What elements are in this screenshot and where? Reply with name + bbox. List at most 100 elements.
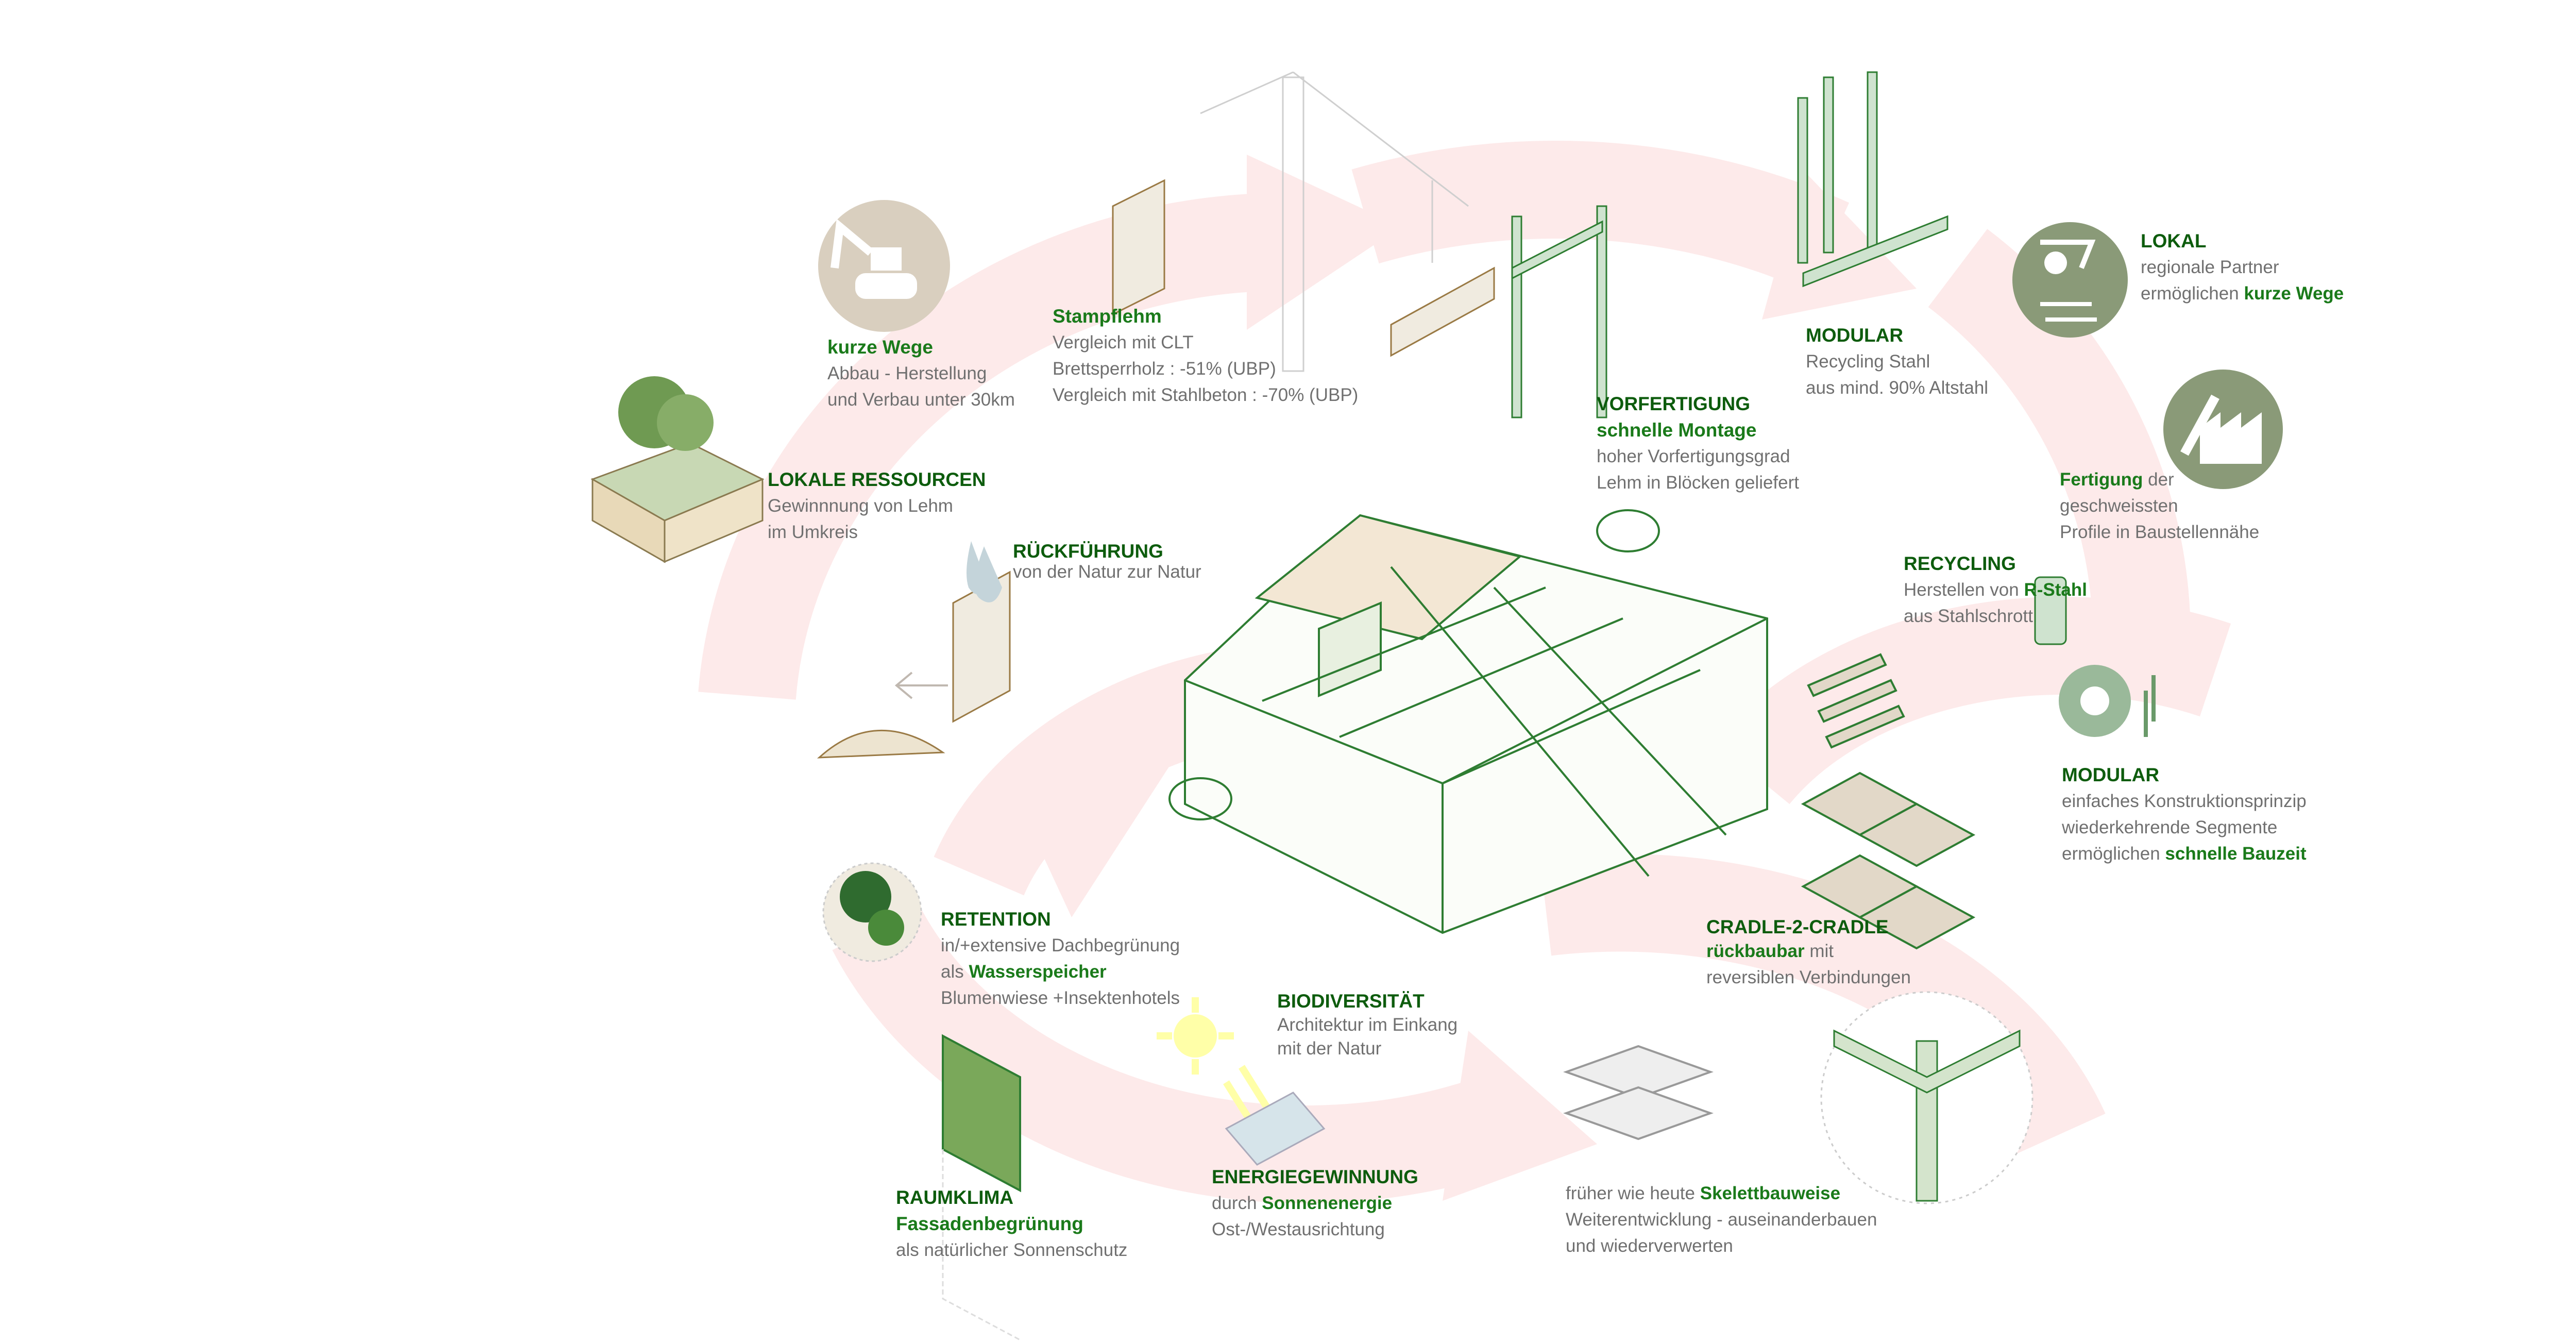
heading: CRADLE-2-CRADLE (1706, 916, 1889, 937)
sand-heap-icon (817, 729, 945, 759)
solar-panel-icon (1225, 1092, 1326, 1166)
text-line: reversiblen Verbindungen (1706, 967, 1911, 987)
text-line: im Umkreis (768, 522, 858, 542)
highlight: schnelle Bauzeit (2165, 844, 2307, 864)
text: durch (1212, 1193, 1262, 1213)
text-line: Profile in Baustellennähe (2060, 522, 2260, 542)
heading: RAUMKLIMA (896, 1187, 1014, 1208)
heading: MODULAR (2062, 764, 2160, 785)
text-block-modular-steel: MODULAR Recycling Stahl aus mind. 90% Al… (1806, 322, 1988, 401)
subheading: Fassadenbegrünung (896, 1213, 1083, 1234)
text-line: Ost-/Westausrichtung (1212, 1219, 1385, 1239)
text-line: aus mind. 90% Altstahl (1806, 378, 1989, 398)
text-block-modular-construction: MODULAR einfaches Konstruktionsprinzip w… (2062, 762, 2307, 867)
text-line: regionale Partner (2141, 257, 2279, 277)
heading: LOKAL (2141, 230, 2207, 251)
text-block-retention: RETENTION in/+extensive Dachbegrünung al… (941, 906, 1180, 1011)
highlight: Wasserspeicher (969, 962, 1107, 982)
arrow-band-right (1714, 597, 2231, 805)
heading: RECYCLING (1904, 553, 2016, 574)
text-line: Recycling Stahl (1806, 351, 1930, 372)
text-line: aus Stahlschrott (1904, 606, 2033, 626)
text-block-stampflehm: Stampflehm Vergleich mit CLT Brettsperrh… (1053, 303, 1358, 408)
text-line: früher wie heute Skelettbauweise (1566, 1180, 1877, 1206)
arrow-band-lower-left (832, 905, 1510, 1203)
text-line: von der Natur zur Natur (1013, 562, 1201, 582)
text-block-skelettbauweise: früher wie heute Skelettbauweise Weitere… (1566, 1180, 1877, 1259)
heading: LOKALE RESSOURCEN (768, 469, 986, 490)
green-roof-retention-icon (822, 862, 922, 962)
highlight: rückbaubar (1706, 941, 1805, 961)
text-line: Vergleich mit Stahlbeton : -70% (UBP) (1053, 385, 1359, 405)
back-arrow-icon (894, 672, 948, 699)
text-block-kurze-wege: kurze Wege Abbau - Herstellung und Verba… (827, 334, 1015, 413)
screws-icon (2144, 675, 2156, 737)
text-line: wiederkehrende Segmente (2062, 817, 2278, 837)
heading: VORFERTIGUNG (1597, 393, 1751, 414)
heading: ENERGIEGEWINNUNG (1212, 1166, 1418, 1187)
text-block-fertigung: Fertigung der geschweissten Profile in B… (2060, 466, 2259, 545)
arrow-head (1247, 155, 1401, 330)
text-line: ermöglichen kurze Wege (2141, 280, 2344, 307)
text-line: Weiterentwicklung - auseinanderbauen (1566, 1210, 1877, 1230)
soil-block-with-trees-illustration (590, 376, 765, 563)
text: mit (1804, 941, 1834, 961)
subheading: schnelle Montage (1597, 420, 1757, 441)
text-line: Gewinnnung von Lehm (768, 496, 953, 516)
text-line: ermöglichen schnelle Bauzeit (2062, 841, 2307, 867)
text-block-raumklima: RAUMKLIMA Fassadenbegrünung als natürlic… (896, 1184, 1127, 1263)
highlight: kurze Wege (2244, 283, 2344, 304)
text-line: Brettsperrholz : -51% (UBP) (1053, 359, 1276, 379)
text-line: Blumenwiese +Insektenhotels (941, 988, 1180, 1008)
highlight: R-Stahl (2024, 580, 2087, 600)
text-block-energiegewinnung: ENERGIEGEWINNUNG durch Sonnenenergie Ost… (1212, 1164, 1418, 1243)
text-line: als Wasserspeicher (941, 959, 1180, 985)
factory-wrench-icon (2163, 370, 2283, 489)
text-block-cradle-2-cradle: CRADLE-2-CRADLE rückbaubar mit reversibl… (1706, 916, 1911, 991)
skeleton-structure-icon (1563, 1045, 1714, 1140)
highlight: Sonnenenergie (1262, 1193, 1393, 1213)
text-line: einfaches Konstruktionsprinzip (2062, 791, 2307, 811)
text-line: in/+extensive Dachbegrünung (941, 935, 1180, 955)
text: Herstellen von (1904, 580, 2024, 600)
text-line: Fertigung der (2060, 466, 2259, 493)
text: ermöglichen (2062, 844, 2165, 864)
heading: MODULAR (1806, 325, 1904, 346)
text: früher wie heute (1566, 1183, 1700, 1203)
text-line: als natürlicher Sonnenschutz (896, 1240, 1128, 1260)
text-line: Architektur im Einkang (1277, 1015, 1458, 1035)
heading: kurze Wege (827, 337, 933, 358)
text-line: durch Sonnenenergie (1212, 1190, 1418, 1216)
text-block-lokal: LOKAL regionale Partner ermöglichen kurz… (2141, 228, 2344, 307)
central-building-isometric (1168, 509, 1768, 934)
text-block-rueckfuehrung: RÜCKFÜHRUNG von der Natur zur Natur (1013, 541, 1201, 582)
text: der (2143, 469, 2174, 490)
floor-segments-illustration (1801, 653, 1976, 950)
sun-icon (1157, 997, 1270, 1126)
water-drops-icon (967, 541, 1002, 602)
text-line: rückbaubar mit (1706, 938, 1911, 964)
arrow-head (1443, 1031, 1597, 1201)
steel-can-icon (2034, 576, 2067, 645)
highlight: Skelettbauweise (1700, 1183, 1841, 1203)
joint-detail-icon (1820, 991, 2033, 1204)
heading: Stampflehm (1053, 306, 1162, 327)
text-line: Abbau - Herstellung (827, 363, 987, 383)
heading: RETENTION (941, 909, 1051, 930)
excavator-icon (818, 200, 950, 332)
text-line: und Verbau unter 30km (827, 390, 1015, 410)
facade-greening-icon (942, 1034, 1021, 1341)
text-line: hoher Vorfertigungsgrad (1597, 446, 1790, 466)
gear-icon (2059, 665, 2131, 737)
text-block-recycling: RECYCLING Herstellen von R-Stahl aus Sta… (1904, 550, 2087, 629)
arrow-head (1005, 742, 1185, 917)
text-line: Lehm in Blöcken geliefert (1597, 473, 1799, 493)
text-line: Vergleich mit CLT (1053, 332, 1194, 353)
heading: RÜCKFÜHRUNG (1013, 541, 1163, 562)
highlight: Fertigung (2060, 469, 2143, 490)
rammed-earth-block-icon (952, 179, 1495, 723)
text-block-vorfertigung: VORFERTIGUNG schnelle Montage hoher Vorf… (1597, 391, 1799, 496)
text-line: Herstellen von R-Stahl (1904, 577, 2087, 603)
text-line: mit der Natur (1277, 1038, 1382, 1059)
